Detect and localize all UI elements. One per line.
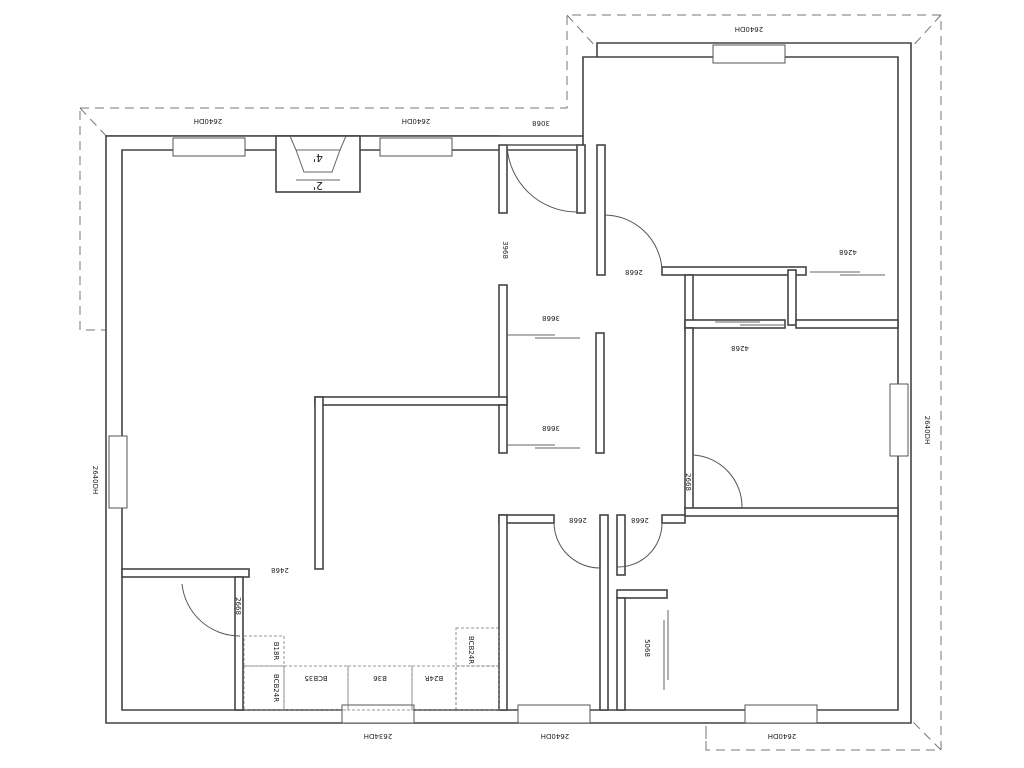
- fireplace: 4' 2': [275, 135, 361, 193]
- fireplace-depth-label: 2': [313, 179, 323, 192]
- interior-walls: [121, 144, 899, 711]
- cabinet-label-b24r: B24R: [425, 674, 444, 682]
- window-bottom-left: [341, 704, 415, 724]
- door-label-bath-top: 2668: [625, 268, 643, 276]
- door-label-closet-upper: 3668: [542, 314, 560, 322]
- window-label-top-left-1: 2640DH: [194, 117, 222, 125]
- window-label-right-side: 2640DH: [923, 416, 931, 444]
- window-right-side: [889, 383, 909, 457]
- window-top-left-1: [172, 137, 246, 157]
- window-labels: 2640DH 2640DH 2640DH 2640DH 2640DH 2634D…: [91, 25, 931, 740]
- door-label-entry: 3068: [532, 119, 550, 127]
- fireplace-width-label: 4': [313, 151, 323, 164]
- door-label-bath-lower-right: 2668: [631, 516, 649, 524]
- window-label-left-side: 2640DH: [91, 466, 99, 494]
- cabinet-label-b18r: B18R: [272, 642, 280, 661]
- window-label-bottom-left: 2634DH: [364, 732, 392, 740]
- windows: [108, 44, 909, 724]
- cabinet-label-b36: B36: [373, 674, 387, 682]
- kitchen-cabinets: B18R BCB24R BCB35 B36 B24R BCB24R: [243, 627, 500, 711]
- cabinet-label-bcb35: BCB35: [304, 674, 327, 682]
- cabinet-label-bcb24r-right: BCB24R: [467, 636, 475, 664]
- cabinet-label-bcb24r-left: BCB24R: [272, 674, 280, 702]
- window-label-top-left-2: 2640DH: [402, 117, 430, 125]
- window-label-bottom-right: 2640DH: [768, 732, 796, 740]
- door-label-closet-right-top: 4268: [839, 248, 857, 256]
- window-bottom-middle: [517, 704, 591, 724]
- doors: [181, 144, 885, 690]
- door-label-laundry: 2668: [234, 597, 242, 615]
- window-top-right: [712, 44, 786, 64]
- door-label-hall-top: 3968: [501, 241, 509, 259]
- window-label-top-right: 2640DH: [735, 25, 763, 33]
- door-label-living-opening: 2468: [271, 566, 289, 574]
- window-left-side: [108, 435, 128, 509]
- window-top-left-2: [379, 137, 453, 157]
- door-label-bedroom-right: 2668: [684, 473, 692, 491]
- window-label-bottom-middle: 2640DH: [541, 732, 569, 740]
- window-bottom-right: [744, 704, 818, 724]
- door-label-bedroom-closet-bottom: 5068: [643, 639, 651, 657]
- door-label-closet-right-mid: 4268: [731, 344, 749, 352]
- door-label-closet-lower: 3668: [542, 424, 560, 432]
- door-labels: 3068 3968 2668 3668 3668 4268 4268 2668 …: [234, 119, 857, 657]
- door-label-bath-lower-left: 2668: [569, 516, 587, 524]
